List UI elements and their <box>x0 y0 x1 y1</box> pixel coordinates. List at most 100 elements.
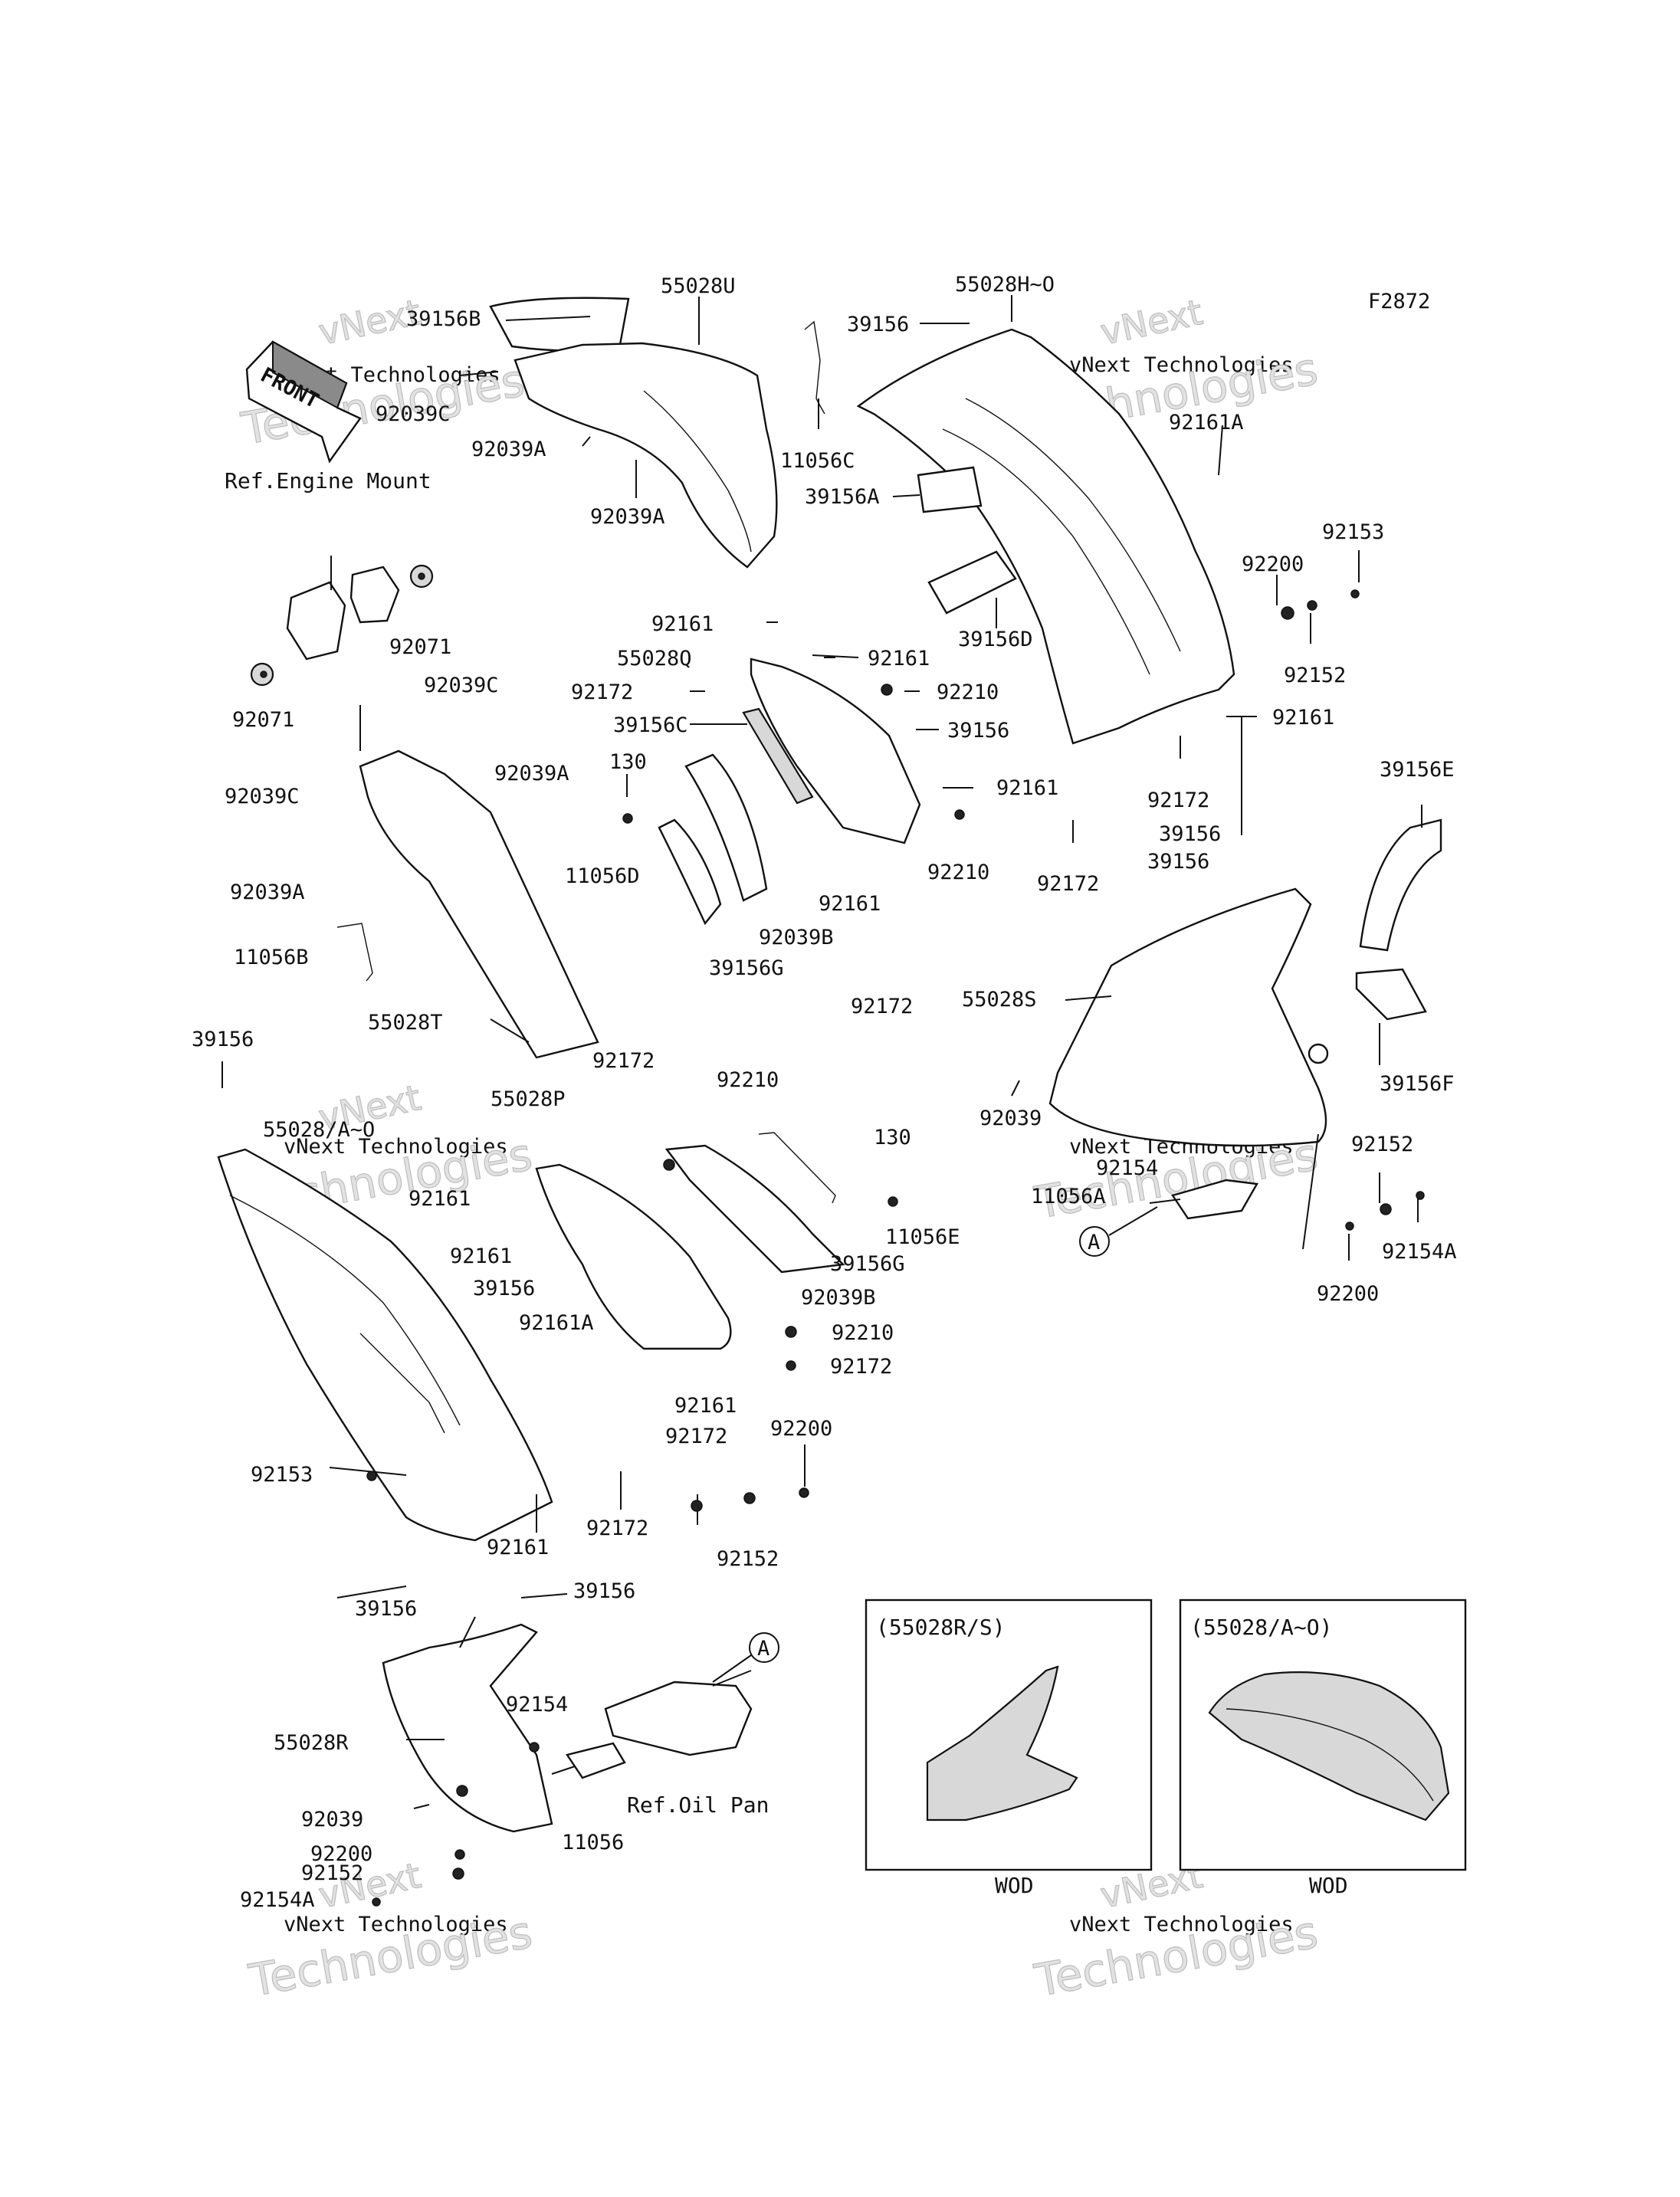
callout-label: 92161 <box>996 776 1058 800</box>
callout-label: 92161A <box>1169 411 1244 434</box>
bracket-11056b <box>336 923 373 982</box>
callout-label: 92161 <box>674 1394 737 1418</box>
cowl-55028h-o <box>856 328 1235 745</box>
cowl-55028t <box>359 749 599 1059</box>
callout-label: 11056B <box>234 946 309 969</box>
callout-label: 92154 <box>1096 1156 1158 1180</box>
svg-text:A: A <box>757 1637 769 1661</box>
callout-label: 39156 <box>947 719 1009 743</box>
callout-label: 55028S <box>962 988 1037 1012</box>
callout-label: 92161 <box>487 1536 549 1559</box>
callout-label: 92039C <box>225 785 300 808</box>
pad-39156a <box>917 466 983 513</box>
callout-label: 39156 <box>847 313 909 336</box>
callout-label: 92172 <box>830 1355 892 1379</box>
callout-label: 92039C <box>376 402 451 426</box>
callout-label: 92071 <box>232 708 294 732</box>
callout-label: 55028H~O <box>955 273 1055 297</box>
callout-label: 39156 <box>192 1028 254 1051</box>
bracket-11056d <box>658 818 722 926</box>
callout-labels: 39156B 55028U 92039C 92039A 92039A 11056… <box>192 273 1457 1912</box>
leader-lines <box>221 295 1422 1809</box>
callout-label: 92210 <box>937 680 999 704</box>
callout-label: 92210 <box>832 1321 894 1345</box>
callout-label: 92161 <box>651 612 714 636</box>
callout-label: 92172 <box>851 995 913 1018</box>
callout-label: 55028U <box>661 274 736 298</box>
callout-label: 92039A <box>494 762 569 785</box>
callout-label: 92161 <box>450 1244 512 1268</box>
callout-label: 92200 <box>1317 1282 1379 1306</box>
callout-label: 92154 <box>506 1693 568 1717</box>
callout-label: 92161 <box>819 892 881 916</box>
callout-label: 92200 <box>770 1417 832 1441</box>
hardware-fasteners <box>260 572 1425 1907</box>
callout-label: 92152 <box>1351 1133 1413 1156</box>
callout-label: 39156C <box>613 713 688 737</box>
strip-39156c <box>742 707 814 805</box>
callout-label: 39156A <box>805 485 880 509</box>
callout-label: 11056A <box>1031 1185 1106 1208</box>
callout-label: 92039B <box>801 1286 876 1310</box>
bracket-11056e <box>758 1132 836 1204</box>
svg-text:A: A <box>1088 1231 1100 1254</box>
callout-label: 92200 <box>310 1842 372 1866</box>
callout-label: 39156 <box>355 1597 417 1621</box>
svg-text:vNext Technologies: vNext Technologies <box>284 1135 508 1159</box>
pad-39156g-upper <box>684 753 768 902</box>
callout-label: 92172 <box>665 1425 727 1448</box>
cowl-55028-a-o <box>217 1148 553 1542</box>
callout-label: 92039B <box>759 926 834 949</box>
callout-label: 92210 <box>717 1068 779 1092</box>
callout-label: 130 <box>874 1126 911 1149</box>
svg-text:(55028/A~O): (55028/A~O) <box>1190 1615 1332 1640</box>
callout-label: 55028Q <box>617 647 692 671</box>
pad-39156g-lower <box>664 1144 845 1274</box>
callout-label: 92172 <box>571 680 633 704</box>
callout-label: 92152 <box>301 1861 363 1885</box>
svg-text:WOD: WOD <box>995 1873 1034 1898</box>
engine-mount-ref <box>250 564 434 687</box>
pad-39156e <box>1359 818 1442 952</box>
watermark-bottomleft: vNext vNext Technologies Technologies <box>244 1854 536 2007</box>
callout-label: 11056C <box>780 449 855 473</box>
callout-label: 92210 <box>927 861 989 884</box>
callout-label: 11056E <box>885 1225 960 1249</box>
svg-text:WOD: WOD <box>1309 1873 1348 1898</box>
callout-label: 92153 <box>251 1463 313 1487</box>
watermark-bottomright: vNext vNext Technologies Technologies <box>1030 1854 1322 2007</box>
cowl-55028p <box>535 1163 732 1350</box>
pad-39156d <box>927 550 1017 615</box>
callout-label: 55028/A~O <box>263 1118 375 1142</box>
callout-label: 92152 <box>1284 664 1346 687</box>
callout-label: 39156G <box>709 956 784 980</box>
callout-label: 130 <box>609 750 647 774</box>
figure-code: F2872 <box>1368 290 1430 313</box>
callout-label: 92172 <box>1037 872 1099 896</box>
callout-label: 92154A <box>1382 1240 1457 1264</box>
bracket-11056a <box>1171 1179 1258 1220</box>
callout-label: 11056D <box>565 864 640 888</box>
callout-label: 92039 <box>301 1808 363 1831</box>
callout-label: 92039A <box>230 880 305 904</box>
pad-39156f <box>1355 968 1427 1021</box>
callout-label: 39156E <box>1380 758 1455 782</box>
callout-label: 92071 <box>389 635 451 659</box>
reference-marker-a-upper: A <box>1079 1206 1158 1257</box>
svg-text:vNext Technologies: vNext Technologies <box>1069 353 1294 377</box>
callout-label: 11056 <box>562 1831 624 1854</box>
note-engine-mount: Ref.Engine Mount <box>225 468 431 494</box>
reference-marker-a-lower: A <box>712 1632 779 1683</box>
oil-pan-ref <box>566 1681 753 1779</box>
callout-label: 92161 <box>1272 706 1334 730</box>
svg-text:vNext Technologies: vNext Technologies <box>284 1913 508 1936</box>
callout-label: 92172 <box>586 1517 648 1540</box>
cowl-55028s <box>1048 887 1327 1147</box>
cowl-55028r <box>382 1623 553 1833</box>
cowl-55028q <box>750 657 921 844</box>
pad-39156b <box>489 297 630 353</box>
callout-label: 92039A <box>471 438 546 461</box>
inset-55028-a-o: (55028/A~O) WOD <box>1179 1599 1467 1898</box>
callout-label: 55028R <box>274 1731 349 1755</box>
callout-label: 92161A <box>519 1311 594 1335</box>
